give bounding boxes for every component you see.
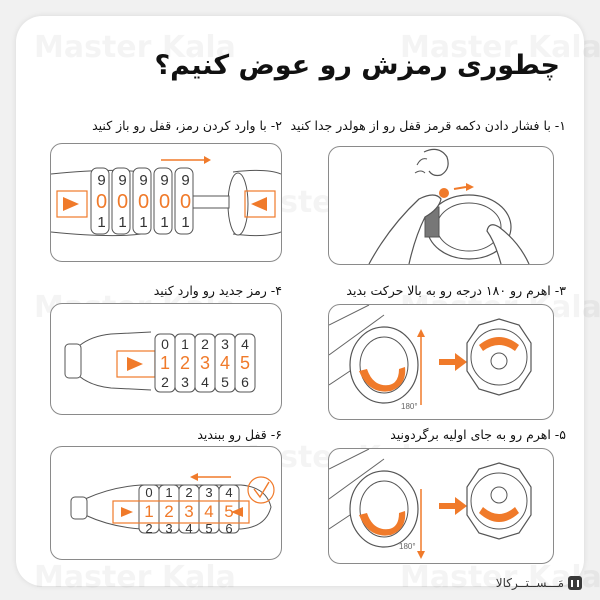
dial-digit: 1: [165, 485, 173, 500]
dial-row-bottom: 1 1 1 1 1: [91, 214, 196, 231]
step-6-illustration: 0 1 2 3 4 1 2 3 4 5 2 3 4 5 6: [50, 446, 282, 560]
step-1-illustration: [328, 146, 554, 265]
step-2-illustration: 9 9 9 9 9 0 0 0 0 0 1 1 1 1 1: [50, 143, 282, 262]
combination-dial-close-illustration: [70, 473, 275, 534]
step-5-illustration: 180°: [328, 448, 554, 564]
dial-digit: 0: [179, 191, 192, 213]
dial-digit: 2: [185, 485, 193, 500]
dial-digit: 9: [139, 172, 148, 189]
dial-digit: 9: [97, 172, 106, 189]
dial-digit: 3: [165, 521, 173, 536]
dial-row-middle: 0 0 0 0 0: [91, 191, 196, 214]
dial-digit: 1: [97, 214, 106, 231]
dial-digit: 3: [221, 336, 229, 352]
dial-digit: 0: [161, 336, 169, 352]
dial-digit: 5: [224, 502, 234, 521]
hands-detaching-lock-illustration: [368, 148, 530, 264]
dial-row-middle: 1 2 3 4 5: [139, 502, 239, 522]
dial-digit: 2: [145, 521, 153, 536]
combination-dial-open-illustration: [51, 156, 281, 237]
dial-digit: 2: [161, 374, 169, 390]
step-3-label: ۳- اهرم رو ۱۸۰ درجه رو به بالا حرکت بدید: [346, 283, 566, 298]
dial-digit: 1: [144, 502, 154, 521]
dial-row-middle: 1 2 3 4 5: [155, 353, 255, 374]
dial-digit: 0: [158, 191, 171, 213]
step-5-label: ۵- اهرم رو به جای اولیه برگردونید: [390, 427, 566, 442]
lever-rotate-up-illustration: 180°: [329, 305, 532, 411]
brand-footer: مَـــســتــرکالا: [496, 576, 582, 590]
angle-label: 180°: [401, 402, 418, 411]
dial-digit: 1: [181, 336, 189, 352]
step-4-label: ۴- رمز جدید رو وارد کنید: [153, 283, 282, 298]
dial-digit: 4: [225, 485, 233, 500]
step-1-label: ۱- با فشار دادن دکمه قرمز قفل رو از هولد…: [290, 118, 566, 133]
dial-digit: 4: [185, 521, 193, 536]
dial-digit: 9: [160, 172, 169, 189]
step-2-label: ۲- با وارد کردن رمز، قفل رو باز کنید: [92, 118, 282, 133]
dial-digit: 3: [205, 485, 213, 500]
dial-digit: 5: [239, 353, 250, 373]
dial-digit: 3: [181, 374, 189, 390]
dial-digit: 9: [181, 172, 190, 189]
dial-digit: 5: [205, 521, 213, 536]
master-kala-logo-icon: [568, 576, 582, 590]
dial-row-top: 0 1 2 3 4: [155, 336, 255, 352]
dial-digit: 1: [159, 353, 170, 373]
angle-label: 180°: [399, 542, 416, 551]
lever-rotate-down-illustration: 180°: [329, 449, 532, 559]
step-4-illustration: 0 1 2 3 4 1 2 3 4 5 2 3 4 5 6: [50, 303, 282, 415]
page-title: چطوری رمزش رو عوض کنیم؟: [154, 50, 561, 81]
dial-digit: 4: [219, 353, 230, 373]
dial-wheels: [90, 167, 194, 235]
dial-digit: 6: [241, 374, 249, 390]
dial-digit: 3: [199, 353, 210, 373]
dial-digit: 1: [181, 214, 190, 231]
dial-digit: 0: [145, 485, 153, 500]
dial-digit: 6: [225, 521, 233, 536]
dial-digit: 2: [201, 336, 209, 352]
dial-digit: 2: [164, 502, 174, 521]
dial-digit: 1: [139, 214, 148, 231]
dial-digit: 5: [221, 374, 229, 390]
brand-name: مَـــســتــرکالا: [495, 576, 564, 590]
dial-row-bottom: 2 3 4 5 6: [155, 374, 255, 390]
dial-row-top: 0 1 2 3 4: [139, 485, 239, 500]
dial-digit: 0: [95, 191, 108, 213]
dial-digit: 1: [118, 214, 127, 231]
dial-digit: 4: [241, 336, 249, 352]
step-6-label: ۶- قفل رو ببندید: [197, 427, 282, 442]
dial-digit: 0: [137, 191, 150, 213]
dial-digit: 3: [184, 502, 194, 521]
dial-digit: 4: [201, 374, 209, 390]
dial-row-top: 9 9 9 9 9: [91, 172, 196, 189]
dial-digit: 2: [179, 353, 190, 373]
step-3-illustration: 180°: [328, 304, 554, 420]
dial-row-bottom: 2 3 4 5 6: [139, 521, 239, 536]
combination-dial-new-code-illustration: [64, 331, 256, 393]
dial-digit: 1: [160, 214, 169, 231]
dial-digit: 0: [116, 191, 129, 213]
dial-digit: 4: [204, 502, 214, 521]
dial-digit: 9: [118, 172, 127, 189]
